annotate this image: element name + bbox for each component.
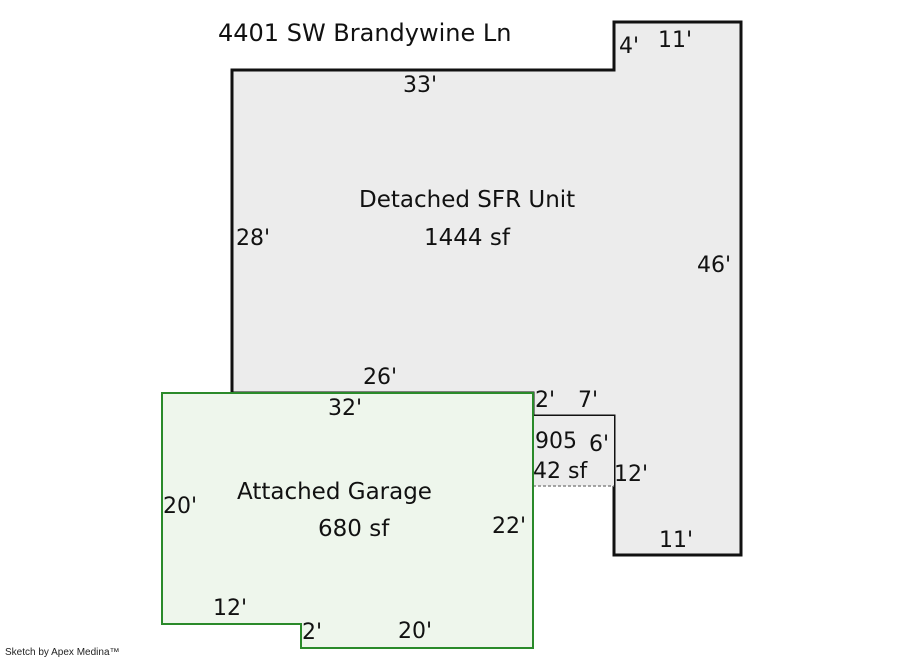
dim-house-step: 2': [535, 388, 556, 413]
small-area-name: 905: [535, 429, 577, 454]
address-title: 4401 SW Brandywine Ln: [218, 19, 512, 47]
small-area-outline: [533, 416, 614, 486]
dim-house-step-top: 7': [578, 388, 599, 413]
dim-house-bottom-left: 26': [363, 365, 398, 390]
garage-area-name: Attached Garage: [237, 479, 432, 505]
garage-outline: [161, 392, 534, 649]
sketch-credit: Sketch by Apex Medina™: [5, 647, 120, 658]
dim-house-notch-width: 11': [658, 28, 693, 53]
small-area-sf: 42 sf: [533, 459, 588, 484]
dim-house-left: 28': [236, 226, 271, 251]
dim-garage-step: 2': [302, 620, 323, 645]
garage-area-sf: 680 sf: [318, 516, 390, 542]
dim-house-step-side: 6': [589, 432, 610, 457]
dim-house-lower-right: 12': [614, 462, 649, 487]
dim-house-notch-height: 4': [619, 34, 640, 59]
dim-garage-right: 22': [492, 514, 527, 539]
house-area-name: Detached SFR Unit: [359, 187, 576, 213]
dim-house-right: 46': [697, 253, 732, 278]
dim-garage-top: 32': [328, 396, 363, 421]
dim-garage-left: 20': [163, 494, 198, 519]
dim-house-top: 33': [403, 73, 438, 98]
house-area-sf: 1444 sf: [424, 225, 510, 251]
dim-garage-bottom-left: 12': [213, 596, 248, 621]
dim-house-bottom-right: 11': [659, 528, 694, 553]
dim-garage-bottom-right: 20': [398, 619, 433, 644]
